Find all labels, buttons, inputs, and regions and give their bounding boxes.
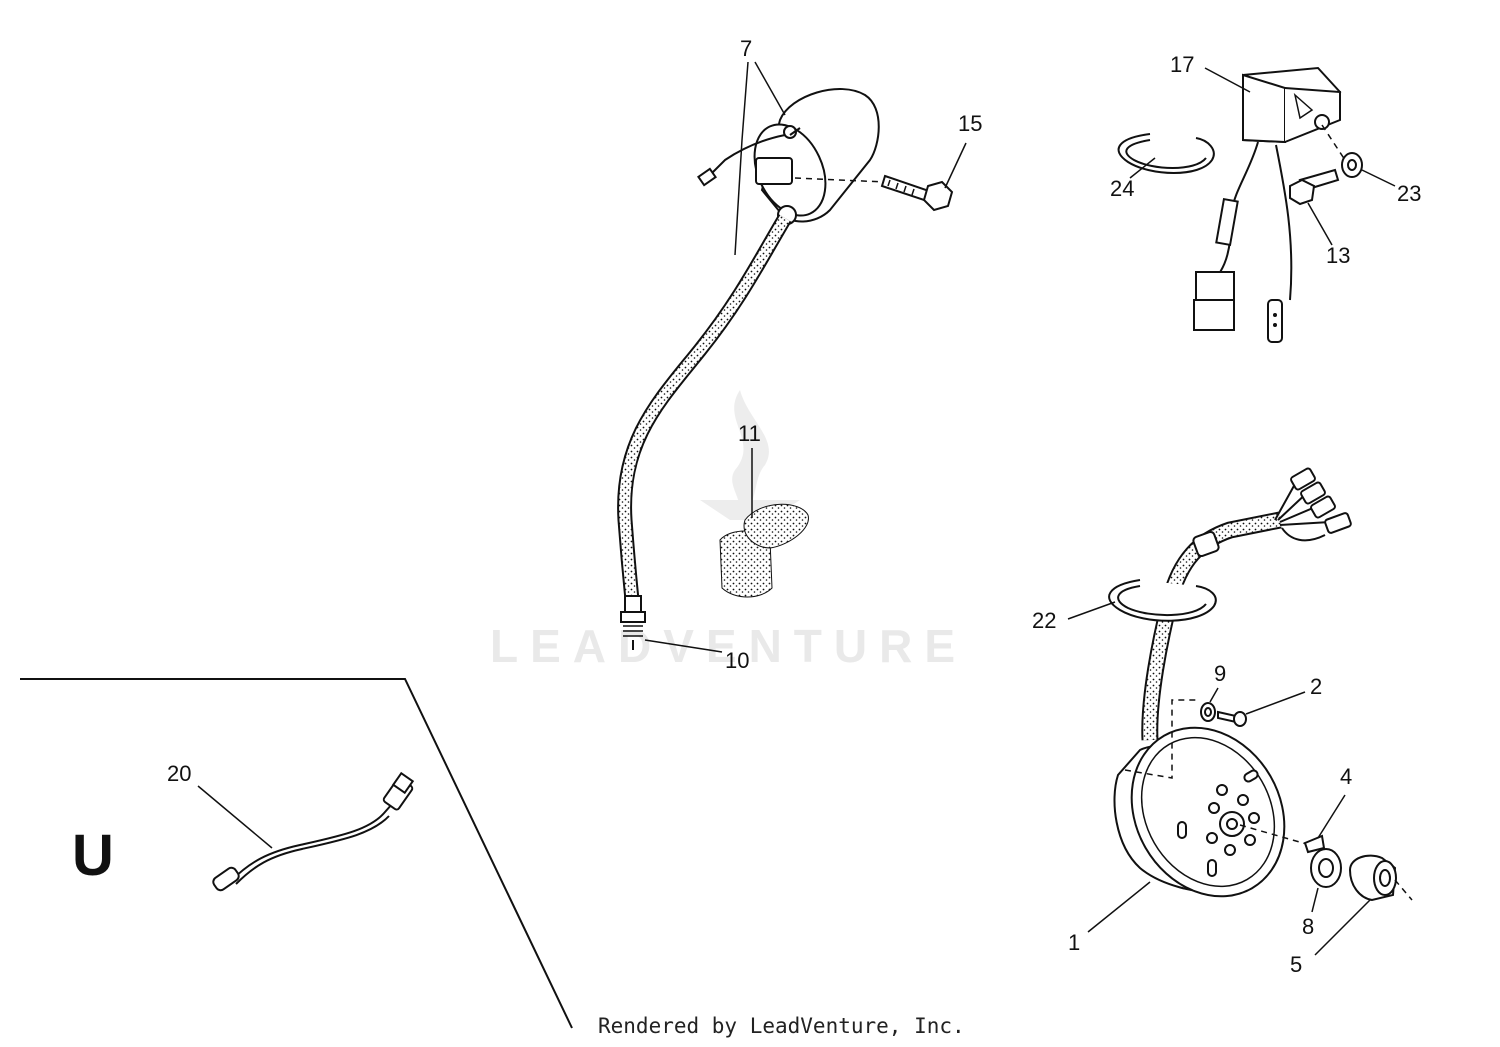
callout-7: 7 xyxy=(740,36,752,61)
callout-line-2 xyxy=(1245,691,1306,715)
callout-8: 8 xyxy=(1302,914,1314,939)
callout-line-15 xyxy=(944,142,967,189)
spark-plug xyxy=(620,595,646,650)
callout-line-7a xyxy=(734,61,749,256)
callout-2: 2 xyxy=(1310,674,1322,699)
ignition-coil xyxy=(697,88,880,225)
washer-8 xyxy=(1310,848,1342,888)
callout-20: 20 xyxy=(167,761,191,786)
callout-line-7b xyxy=(754,61,786,116)
callout-22: 22 xyxy=(1032,608,1056,633)
callout-line-4 xyxy=(1317,794,1346,839)
callout-4: 4 xyxy=(1340,764,1352,789)
footer-credit: Rendered by LeadVenture, Inc. xyxy=(598,1014,965,1038)
callout-line-24 xyxy=(1129,157,1156,179)
watermark-text: LEADVENTURE xyxy=(490,620,967,672)
wire-lead-20 xyxy=(212,771,415,892)
callout-17: 17 xyxy=(1170,52,1194,77)
bolt-15 xyxy=(794,174,954,212)
watermark-logo-icon xyxy=(700,390,800,520)
spark-plug-cap xyxy=(719,503,809,598)
ignition-lead xyxy=(617,214,792,601)
callout-line-23 xyxy=(1361,169,1396,187)
section-letter: U xyxy=(72,823,114,888)
callout-24: 24 xyxy=(1110,176,1134,201)
callout-line-13 xyxy=(1307,202,1333,246)
callout-5: 5 xyxy=(1290,952,1302,977)
callout-line-9 xyxy=(1209,687,1219,703)
callout-line-1 xyxy=(1087,881,1151,933)
nut-5 xyxy=(1348,854,1413,902)
callout-15: 15 xyxy=(958,111,982,136)
callout-10: 10 xyxy=(725,648,749,673)
bolt-13 xyxy=(1289,124,1346,206)
callout-13: 13 xyxy=(1326,243,1350,268)
callout-line-20 xyxy=(197,785,273,849)
clamp-22 xyxy=(1108,579,1217,622)
callout-line-22 xyxy=(1067,601,1116,620)
section-divider xyxy=(20,678,573,1029)
washer-23 xyxy=(1341,152,1363,178)
callout-23: 23 xyxy=(1397,181,1421,206)
callout-9: 9 xyxy=(1214,661,1226,686)
callout-1: 1 xyxy=(1068,930,1080,955)
key-4 xyxy=(1303,834,1326,854)
washer-9 xyxy=(1200,702,1216,722)
callout-line-17 xyxy=(1204,67,1251,93)
callout-line-5 xyxy=(1314,899,1371,956)
cdi-unit xyxy=(1193,66,1342,343)
callout-line-10 xyxy=(644,639,723,653)
callout-line-8 xyxy=(1311,887,1319,913)
callout-11: 11 xyxy=(738,421,761,446)
screw-2 xyxy=(1217,710,1247,727)
clamp-24 xyxy=(1117,133,1215,174)
